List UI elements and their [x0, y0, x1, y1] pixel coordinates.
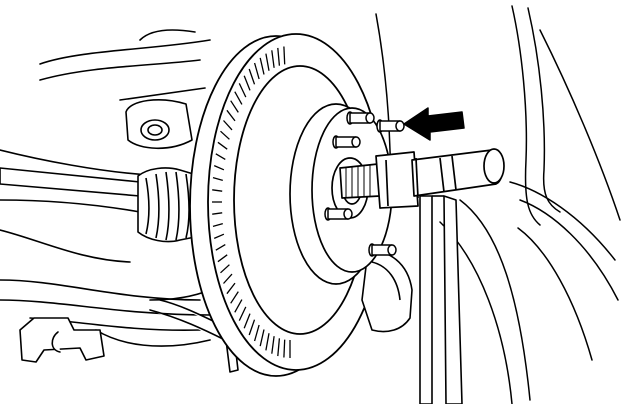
wheel-stud	[324, 207, 353, 221]
wheel-stud	[346, 111, 375, 125]
rotor-vane	[283, 46, 286, 65]
rotor-vane	[238, 306, 247, 321]
rotor-vane	[248, 68, 256, 85]
cv-boot-icon	[137, 167, 201, 243]
rotor-vane	[212, 212, 223, 215]
rotor-vane	[271, 336, 275, 354]
rotor-vane	[234, 91, 243, 105]
rotor-vane	[277, 338, 281, 357]
steering-knuckle-icon	[125, 99, 193, 150]
rotor-vane	[238, 83, 247, 98]
wheel-stud	[368, 243, 397, 257]
rotor-vane	[217, 254, 228, 263]
rotor-vane	[212, 176, 223, 182]
brake-hose-icon	[19, 299, 239, 373]
strut-tube-icon	[419, 195, 463, 404]
rotor-vane	[217, 141, 228, 150]
rotor-vane	[283, 339, 286, 358]
rotor-vane	[226, 282, 236, 295]
rotor-vane	[277, 47, 281, 66]
rotor-vane	[230, 100, 239, 113]
rotor-vane	[243, 75, 251, 91]
rotor-vane	[253, 324, 260, 342]
rotor-vane	[223, 120, 233, 131]
rotor-vane	[248, 319, 256, 336]
rotor-vane	[220, 264, 230, 274]
hub-puller-tool-icon	[339, 148, 505, 209]
wheel-stud-icon	[324, 111, 405, 257]
rotor-vane	[215, 153, 226, 160]
rotor-vane	[223, 273, 233, 284]
rotor-vanes	[212, 46, 291, 358]
rotor-vane	[243, 313, 251, 329]
rotor-vane	[259, 57, 265, 75]
rotor-vane	[213, 233, 225, 239]
rotor-vane	[271, 50, 275, 68]
wheel-well-outline	[375, 5, 621, 404]
rotor-vane	[215, 244, 226, 251]
wheel-stud	[376, 119, 405, 133]
rotor-vane	[220, 130, 230, 140]
rotor-vane	[226, 109, 236, 122]
rotor-vane	[212, 189, 223, 192]
rotor-vane	[259, 329, 265, 347]
wheel-stud	[332, 135, 361, 149]
rotor-vane	[265, 53, 270, 71]
rotor-vane	[234, 299, 243, 313]
rotor-vane	[230, 291, 239, 304]
rotor-vane	[253, 62, 260, 80]
rotor-vane	[265, 333, 270, 351]
rotor-vane	[213, 165, 225, 171]
direction-arrow-icon	[403, 107, 465, 141]
rotor-vane	[212, 222, 223, 228]
